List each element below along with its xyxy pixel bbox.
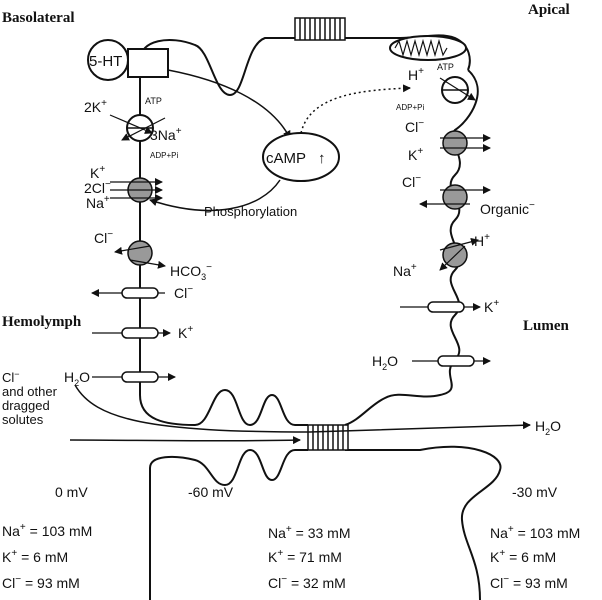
lumen-concentrations: Na+ = 103 mM K+ = 6 mM Cl− = 93 mM [490, 524, 580, 591]
apical-cl-organic-exchanger [419, 184, 491, 210]
ap-water-label: H2O [372, 353, 398, 372]
camp-node: cAMP ↑ [262, 132, 340, 182]
ap-cl2-label: Cl− [402, 173, 421, 190]
apical-na-h-exchanger [439, 237, 479, 271]
lumen-cl-conc: Cl− = 93 mM [490, 574, 568, 591]
serotonin-label: 5-HT [89, 53, 122, 70]
camp-to-pump-arrow [300, 84, 411, 134]
bl-atp-label: ATP [145, 96, 162, 106]
hemolymph-cl-conc: Cl− = 93 mM [2, 574, 80, 591]
paracellular-water-arrow [74, 384, 531, 433]
receptor-to-camp-arrow [167, 69, 291, 139]
basolateral-cl-channel [91, 287, 165, 299]
hemolymph-concentrations: Na+ = 103 mM K+ = 6 mM Cl− = 93 mM [2, 522, 92, 591]
cell-concentrations: Na+ = 33 mM K+ = 71 mM Cl− = 32 mM [268, 524, 351, 591]
ap-adp-label: ADP+Pi [396, 103, 424, 112]
bl-cl-channel-label: Cl− [174, 284, 193, 301]
ap-organic-label: Organic− [480, 200, 535, 217]
apical-label: Apical [528, 2, 570, 18]
paracellular-solute-arrow [69, 436, 301, 445]
lumen-label: Lumen [523, 318, 570, 334]
cell-potential: -60 mV [188, 484, 234, 500]
camp-label: cAMP [266, 150, 306, 167]
apical-v-atpase [439, 76, 476, 104]
ap-na-label: Na+ [393, 262, 417, 279]
septate-junction-top [294, 17, 346, 41]
cell-membrane [139, 34, 502, 600]
septate-junction-bottom [307, 424, 349, 451]
bl-cl-exchange-label: Cl− [94, 229, 113, 246]
apical-aquaporin [412, 355, 491, 367]
cell-na-conc: Na+ = 33 mM [268, 524, 351, 541]
basolateral-label: Basolateral [2, 10, 75, 26]
ap-k-channel-label: K+ [484, 298, 499, 315]
basolateral-cl-hco3-exchanger [114, 240, 166, 269]
hemolymph-potential: 0 mV [55, 484, 88, 500]
bl-2cl-label: 2Cl− [84, 179, 111, 196]
basolateral-na-k-atpase [109, 114, 166, 142]
apical-k-channel [400, 301, 481, 313]
basolateral-aquaporin [92, 371, 176, 383]
bl-hco3-label: HCO3− [170, 262, 212, 282]
hemolymph-na-conc: Na+ = 103 mM [2, 522, 92, 539]
lumen-k-conc: K+ = 6 mM [490, 548, 556, 565]
ap-k1-label: K+ [408, 146, 423, 163]
mitochondrion [389, 35, 467, 61]
bl-k-label: K+ [90, 164, 105, 181]
bl-water-label: H2O [64, 369, 90, 388]
ap-cl1-label: Cl− [405, 118, 424, 135]
bl-3na-label: 3Na+ [150, 126, 182, 143]
phosphorylation-arrow [149, 179, 281, 212]
serotonin-receptor: 5-HT [87, 39, 169, 81]
phosphorylation-label: Phosphorylation [204, 204, 297, 219]
hemolymph-k-conc: K+ = 6 mM [2, 548, 68, 565]
bl-k-channel-label: K+ [178, 324, 193, 341]
lumen-potential: -30 mV [512, 484, 558, 500]
cell-k-conc: K+ = 71 mM [268, 548, 342, 565]
ap-atp-label: ATP [437, 62, 454, 72]
camp-up-arrow: ↑ [318, 150, 326, 167]
bl-2k-label: 2K+ [84, 98, 107, 115]
paracellular-water-label: H2O [535, 418, 561, 437]
lumen-na-conc: Na+ = 103 mM [490, 524, 580, 541]
bl-na-label: Na+ [86, 194, 110, 211]
cell-cl-conc: Cl− = 32 mM [268, 574, 346, 591]
bl-adp-label: ADP+Pi [150, 151, 178, 160]
ap-h-label: H+ [408, 66, 424, 83]
basolateral-k-channel [92, 327, 171, 339]
apical-kcl-cotransporter [440, 130, 491, 156]
ap-h2-label: H+ [474, 232, 490, 249]
basolateral-nkcc-cotransporter [110, 177, 163, 203]
hemolymph-label: Hemolymph [2, 314, 82, 330]
paracellular-solutes-label: Cl− and other dragged solutes [2, 365, 61, 427]
